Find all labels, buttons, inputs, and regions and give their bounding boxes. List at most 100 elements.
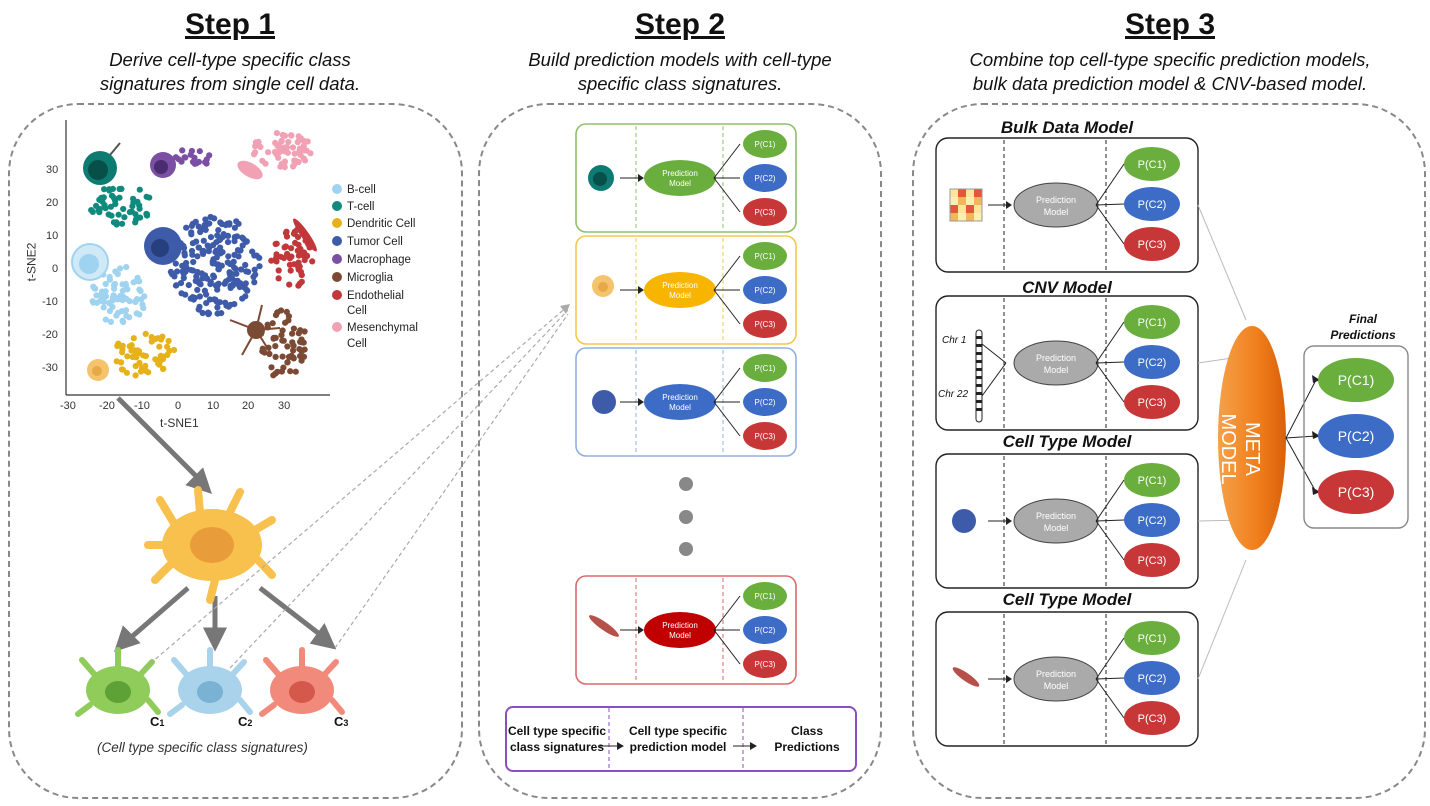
x-tick-6: 20 xyxy=(242,400,255,412)
output-label: P(C1) xyxy=(755,140,776,149)
output-label: P(C3) xyxy=(1138,239,1167,251)
output-label: P(C3) xyxy=(1138,397,1167,409)
legend-class-predictions-line2: Predictions xyxy=(774,740,840,754)
model-label: Prediction xyxy=(662,393,698,402)
y-tick-3: 10 xyxy=(46,230,59,242)
legend-item: Tumor Cell xyxy=(332,236,403,249)
output-label: P(C2) xyxy=(755,286,776,295)
model-label: Model xyxy=(669,291,691,300)
endothelial-icon xyxy=(293,218,317,252)
dendritic-cell-large-icon xyxy=(144,486,276,604)
output-label: P(C2) xyxy=(1138,199,1167,211)
y-tick-2: 20 xyxy=(46,197,59,209)
output-label: P(C3) xyxy=(1138,713,1167,725)
cell-type-model-title-2: Cell Type Model xyxy=(1002,590,1132,609)
legend-swatch xyxy=(332,218,342,228)
b-cell-icon xyxy=(71,243,109,281)
output-label: P(C2) xyxy=(1138,673,1167,685)
chr1-label: Chr 1 xyxy=(942,335,967,346)
step3-title: Step 3 xyxy=(1124,8,1216,41)
y-tick-4: 0 xyxy=(52,263,59,275)
mesenchymal-icon xyxy=(237,160,263,180)
step1-title: Step 1 xyxy=(184,8,276,41)
y-tick-1: 30 xyxy=(46,164,59,176)
legend-item: Cell xyxy=(347,305,367,317)
chr22-label: Chr 22 xyxy=(938,389,969,400)
model-label: Prediction xyxy=(1036,669,1076,679)
output-label: P(C2) xyxy=(755,626,776,635)
model-label: Model xyxy=(1044,523,1069,533)
model-label: Prediction xyxy=(662,281,698,290)
final-output-label: P(C1) xyxy=(1338,372,1375,388)
legend-item: Mesenchymal xyxy=(332,322,418,335)
x-tick-3: -10 xyxy=(134,400,150,412)
step2-subtitle-line2: specific class signatures. xyxy=(577,73,783,94)
model-label: Prediction xyxy=(1036,195,1076,205)
step1-subtitle-line2: signatures from single cell data. xyxy=(99,73,361,94)
legend-item: Macrophage xyxy=(332,254,411,267)
model-label: Prediction xyxy=(662,169,698,178)
output-label: P(C3) xyxy=(755,320,776,329)
output-label: P(C3) xyxy=(755,432,776,441)
macrophage-icon xyxy=(150,152,176,178)
legend-signatures-line1: Cell type specific xyxy=(507,724,607,738)
model-label: Model xyxy=(669,179,691,188)
output-label: P(C1) xyxy=(755,364,776,373)
signature-cell-c1-icon xyxy=(75,647,161,717)
step2-panel xyxy=(478,103,882,799)
output-label: P(C1) xyxy=(755,592,776,601)
x-tick-2: -20 xyxy=(99,400,115,412)
dendritic-icon xyxy=(87,359,109,381)
legend-swatch xyxy=(332,184,342,194)
x-tick-7: 30 xyxy=(278,400,291,412)
legend-item: T-cell xyxy=(332,201,374,214)
x-axis-label: t-SNE1 xyxy=(160,416,199,430)
output-label: P(C2) xyxy=(1138,357,1167,369)
output-label: P(C1) xyxy=(1138,159,1167,171)
output-label: P(C3) xyxy=(755,660,776,669)
step3-subtitle-line2: bulk data prediction model & CNV-based m… xyxy=(972,73,1368,94)
legend-class-predictions-line1: Class xyxy=(790,724,824,738)
model-label: Model xyxy=(669,403,691,412)
output-label: P(C3) xyxy=(755,208,776,217)
model-label: Model xyxy=(1044,207,1069,217)
signature-label-c1: CC11 xyxy=(150,714,165,729)
microglia-icon xyxy=(229,304,281,356)
model-label: Prediction xyxy=(1036,511,1076,521)
final-output-label: P(C2) xyxy=(1338,428,1375,444)
legend-swatch xyxy=(332,254,342,264)
legend-item: Dendritic Cell xyxy=(332,218,415,231)
legend-signatures-line2: class signatures xyxy=(509,740,605,754)
legend-swatch xyxy=(332,322,342,332)
output-label: P(C2) xyxy=(755,398,776,407)
x-tick-1: -30 xyxy=(60,400,76,412)
t-cell-icon xyxy=(83,142,121,185)
legend-item: B-cell xyxy=(332,184,376,197)
model-label: Model xyxy=(1044,365,1069,375)
signature-label-c2: CC22 xyxy=(238,714,253,729)
bulk-data-model-title: Bulk Data Model xyxy=(1000,118,1134,137)
tsne-scatter-plot xyxy=(65,120,345,717)
step2-legend-box xyxy=(505,706,857,772)
legend-prediction-model-line1: Cell type specific xyxy=(628,724,728,738)
legend-item: Microglia xyxy=(332,272,393,285)
legend-swatch xyxy=(332,236,342,246)
output-label: P(C3) xyxy=(1138,555,1167,567)
step2-title: Step 2 xyxy=(634,8,726,41)
output-label: P(C1) xyxy=(1138,475,1167,487)
legend-swatch xyxy=(332,201,342,211)
legend-prediction-model-line2: prediction model xyxy=(629,740,727,754)
tumor-cell-icon xyxy=(144,227,182,265)
step1-panel xyxy=(8,103,463,799)
cnv-model-title: CNV Model xyxy=(1022,278,1112,297)
final-predictions-title-line2: Predictions xyxy=(1330,328,1396,342)
model-label: Prediction xyxy=(662,621,698,630)
model-label: Model xyxy=(669,631,691,640)
y-tick-5: -10 xyxy=(42,296,58,308)
final-output-label: P(C3) xyxy=(1338,484,1375,500)
cell-type-model-title-1: Cell Type Model xyxy=(1002,432,1132,451)
